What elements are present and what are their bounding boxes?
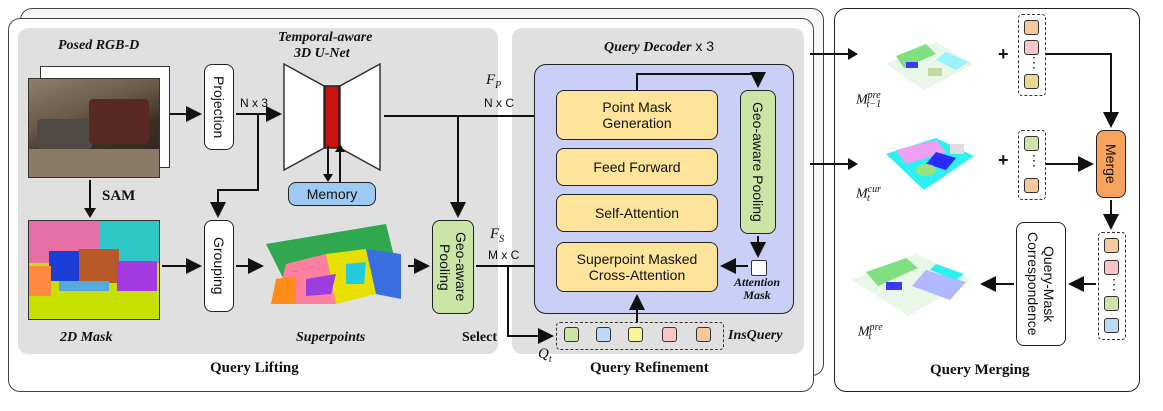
qt-label: Qt — [538, 346, 552, 365]
col3-square-1 — [1104, 238, 1119, 253]
sp-masked-box: Superpoint Masked Cross-Attention — [556, 242, 718, 292]
col3-square-4 — [1104, 318, 1119, 333]
m-cur-symbol: M — [856, 186, 868, 202]
sp-masked-line2: Cross-Attention — [588, 267, 686, 283]
query-col-1 — [1018, 14, 1046, 96]
col2-dots: ⋮ — [1027, 152, 1041, 168]
mxc-label: M x C — [488, 248, 520, 262]
sp-masked-line1: Superpoint Masked — [576, 251, 698, 267]
sam-label: SAM — [102, 188, 136, 204]
query-col-2 — [1018, 130, 1046, 200]
m-prev-sup: pre — [867, 90, 881, 101]
unet-title-2: 3D U-Net — [294, 46, 350, 61]
col2-square-1 — [1024, 136, 1039, 151]
decoder-title: Query Decoder x 3 — [604, 38, 714, 56]
unet-title-1: Temporal-aware — [278, 30, 373, 45]
merge-box: Merge — [1096, 130, 1126, 198]
plus-2: + — [998, 150, 1009, 170]
lifting-title: Query Lifting — [210, 360, 299, 376]
memory-box: Memory — [288, 182, 376, 206]
scene-cur — [876, 130, 976, 198]
feed-forward-box: Feed Forward — [556, 148, 718, 186]
fp-symbol: F — [486, 72, 496, 88]
query-square-2 — [596, 327, 611, 342]
query-square-5 — [696, 327, 711, 342]
point-mask-box: Point Mask Generation — [556, 90, 718, 140]
col1-dots: ⋮ — [1027, 54, 1041, 70]
attention-mask-line2: Mask — [743, 288, 771, 302]
col1-square-1 — [1024, 20, 1039, 35]
query-col-3 — [1098, 232, 1126, 340]
m-cur-sub: t — [867, 193, 870, 205]
rgbd-image — [28, 78, 160, 178]
superpoints-label: Superpoints — [296, 330, 366, 345]
projection-box: Projection — [204, 64, 234, 150]
scene-pre — [846, 240, 976, 320]
attention-mask-square — [751, 260, 767, 276]
posed-rgbd-label: Posed RGB-D — [58, 38, 140, 53]
col1-square-3 — [1024, 74, 1039, 89]
qmc-box: Query-Mask Correspondence — [1016, 222, 1066, 346]
nx3-label: N x 3 — [240, 96, 269, 110]
plus-1: + — [998, 44, 1009, 64]
insquery-box — [556, 322, 724, 350]
fs-symbol: F — [490, 226, 500, 242]
merging-title: Query Merging — [930, 362, 1030, 378]
qt-symbol: Q — [538, 346, 549, 362]
decoder-title-text: Query Decoder — [604, 40, 692, 55]
m-prev-label: Mpret−1 — [856, 90, 881, 110]
unet-shape — [283, 62, 381, 172]
m-pre-label: Mpret — [858, 322, 883, 343]
refine-geo-pool-box: Geo-aware Pooling — [740, 90, 776, 234]
point-mask-line1: Point Mask — [602, 99, 672, 115]
select-label: Select — [462, 330, 497, 345]
col3-square-3 — [1104, 296, 1119, 311]
grouping-box: Grouping — [204, 220, 234, 312]
sam-arrow — [84, 180, 96, 218]
lifting-arrows — [162, 106, 554, 344]
point-mask-line2: Generation — [602, 115, 672, 131]
nxc-label: N x C — [484, 96, 514, 110]
m-cur-sup: cur — [867, 184, 882, 195]
superpoints-image — [266, 224, 406, 310]
attention-mask-label: Attention Mask — [734, 276, 780, 302]
self-attention-box: Self-Attention — [556, 194, 718, 232]
attention-mask-line1: Attention — [734, 275, 781, 289]
col2-square-2 — [1024, 178, 1039, 193]
qt-subscript: t — [548, 354, 552, 365]
memory-arrows — [323, 144, 345, 182]
m-cur-label: Mcurt — [856, 184, 881, 205]
refinement-title: Query Refinement — [590, 360, 709, 376]
query-square-3 — [628, 327, 643, 342]
decoder-times: x 3 — [695, 38, 715, 54]
fs-label: FS — [490, 226, 504, 245]
fp-label: FP — [486, 72, 501, 91]
insquery-label: InsQuery — [728, 328, 783, 343]
mask2d-image — [28, 220, 160, 320]
query-square-4 — [662, 327, 677, 342]
merging-panel — [834, 8, 1140, 392]
scene-prev — [876, 24, 976, 94]
m-pre-sub: t — [868, 331, 872, 343]
lifting-geo-pool-box: Geo-aware Pooling — [432, 220, 474, 314]
m-prev-symbol: M — [856, 92, 868, 108]
m-pre-sup: pre — [869, 322, 883, 333]
fs-subscript: S — [499, 234, 505, 245]
col3-square-2 — [1104, 260, 1119, 275]
col1-square-2 — [1024, 40, 1039, 55]
query-square-1 — [564, 327, 579, 342]
col3-dots: ⋮ — [1107, 276, 1121, 292]
to-merging-arrows — [810, 48, 858, 170]
fp-subscript: P — [495, 80, 502, 91]
m-prev-sub: t−1 — [866, 99, 882, 111]
refine-arrows — [629, 72, 766, 322]
m-pre-symbol: M — [858, 324, 870, 340]
mask2d-label: 2D Mask — [60, 330, 113, 345]
